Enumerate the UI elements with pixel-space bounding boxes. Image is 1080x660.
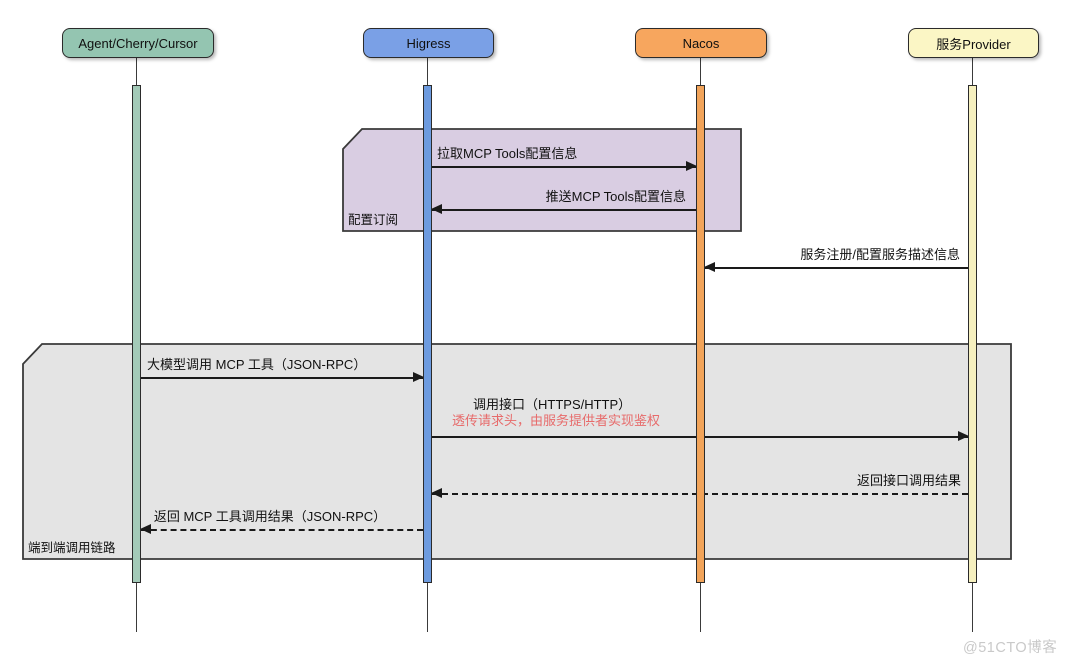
arrowhead-left-icon	[431, 488, 442, 498]
group-end-to-end-call-chain: 端到端调用链路	[22, 343, 1012, 560]
arrowhead-right-icon	[958, 431, 969, 441]
group-config-subscription: 配置订阅	[342, 128, 742, 232]
group-frame-shape	[342, 128, 742, 232]
actor-label: 服务Provider	[936, 36, 1011, 52]
arrowhead-left-icon	[704, 262, 715, 272]
message-label: 拉取MCP Tools配置信息	[437, 146, 578, 161]
activation-bar-higress	[423, 85, 432, 583]
actor-label: Higress	[406, 35, 451, 51]
activation-bar-provider	[968, 85, 977, 583]
arrow-line	[141, 529, 423, 531]
arrow-line	[141, 377, 423, 379]
actor-header-higress: Higress	[363, 28, 494, 58]
arrow-line	[432, 166, 696, 168]
arrowhead-left-icon	[431, 204, 442, 214]
arrow-line	[432, 209, 696, 211]
message-label: 返回 MCP 工具调用结果（JSON-RPC）	[153, 509, 387, 524]
activation-bar-agent	[132, 85, 141, 583]
group-frame-shape	[22, 343, 1012, 560]
message-label: 推送MCP Tools配置信息	[545, 189, 686, 204]
group-label-config-subscription: 配置订阅	[348, 213, 399, 227]
message-label: 大模型调用 MCP 工具（JSON-RPC）	[147, 357, 367, 372]
group-label-end-to-end-call-chain: 端到端调用链路	[28, 541, 116, 555]
actor-label: Agent/Cherry/Cursor	[78, 35, 198, 51]
activation-bar-nacos	[696, 85, 705, 583]
arrowhead-right-icon	[413, 372, 424, 382]
watermark: @51CTO博客	[963, 640, 1058, 656]
arrow-line	[705, 267, 968, 269]
message-label: 服务注册/配置服务描述信息	[800, 247, 960, 262]
message-label: 调用接口（HTTPS/HTTP）	[473, 397, 632, 412]
actor-label: Nacos	[682, 35, 720, 51]
message-label: 返回接口调用结果	[856, 473, 961, 488]
message-note-auth: 透传请求头，由服务提供者实现鉴权	[452, 413, 661, 428]
actor-header-nacos: Nacos	[635, 28, 767, 58]
arrowhead-left-icon	[140, 524, 151, 534]
actor-header-provider: 服务Provider	[908, 28, 1039, 58]
arrowhead-right-icon	[686, 161, 697, 171]
actor-header-agent: Agent/Cherry/Cursor	[62, 28, 214, 58]
